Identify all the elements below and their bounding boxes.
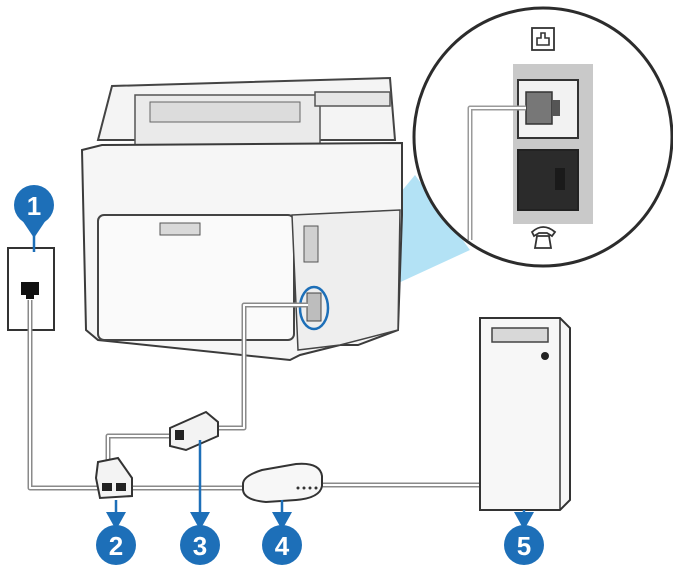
svg-text:3: 3 <box>193 531 207 561</box>
svg-text:4: 4 <box>275 531 290 561</box>
callout-3: 3 <box>180 512 220 565</box>
callout-4: 4 <box>262 512 302 565</box>
callout-1: 1 <box>14 185 54 238</box>
cables <box>27 300 482 491</box>
fax-port-icon <box>531 27 555 51</box>
svg-text:5: 5 <box>517 531 531 561</box>
callout-2: 2 <box>96 512 136 565</box>
svg-text:2: 2 <box>109 531 123 561</box>
telephone-port <box>517 149 579 211</box>
computer-tower <box>479 317 571 511</box>
dsl-filter <box>169 410 219 452</box>
modem <box>242 462 323 504</box>
port-zoom-circle <box>412 6 673 268</box>
printer <box>80 76 403 362</box>
callout-5: 5 <box>504 512 544 565</box>
svg-text:1: 1 <box>27 191 41 221</box>
printer-port-highlight <box>298 285 330 331</box>
callout-leaders <box>32 236 526 514</box>
splitter <box>94 456 133 500</box>
telephone-port-icon <box>530 226 557 249</box>
